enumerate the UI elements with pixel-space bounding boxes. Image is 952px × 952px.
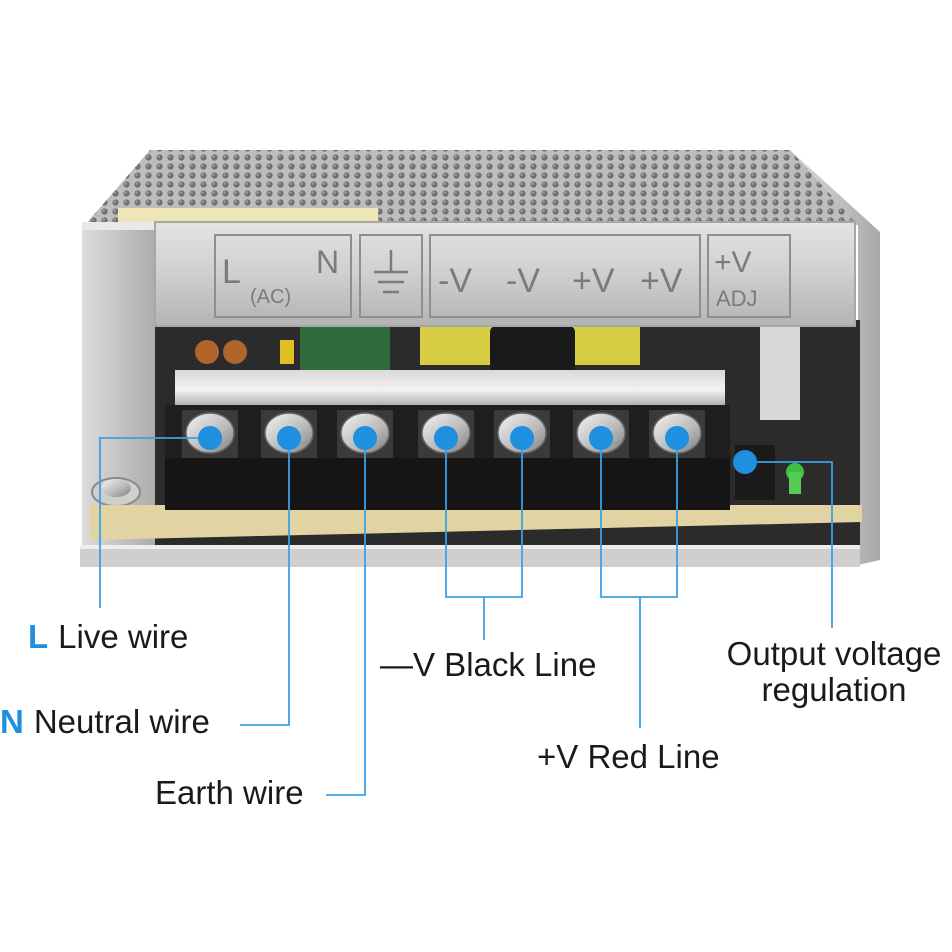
right-side-wall — [790, 150, 880, 565]
pcb-component — [300, 325, 390, 375]
terminal-cover — [175, 370, 725, 410]
callout-dot — [353, 426, 377, 450]
pcb-board — [90, 505, 862, 540]
ac-box — [214, 234, 352, 318]
live-leader — [99, 437, 210, 608]
label-plate: L N (AC) -V -V +V +V +V ADJ — [154, 221, 856, 327]
label-plate-body — [154, 221, 856, 327]
callout-dots — [198, 426, 757, 474]
neutral-text: Neutral wire — [33, 703, 210, 740]
callout-dot — [510, 426, 534, 450]
callout-dot — [434, 426, 458, 450]
earth-leader — [326, 438, 366, 796]
neutral-letter: N — [0, 703, 24, 740]
earth-wire-label: Earth wire — [155, 774, 304, 811]
minus-v-label-2: -V — [506, 262, 540, 300]
red-line-bracket — [600, 438, 678, 598]
callout-dot — [665, 426, 689, 450]
black-line-label: —V Black Line — [380, 646, 597, 683]
ac-neutral-symbol: N — [316, 244, 339, 280]
output-voltage-label: Output voltage regulation — [716, 636, 952, 707]
callout-dot-potentiometer — [733, 450, 757, 474]
red-line-label: +V Red Line — [537, 738, 720, 775]
ac-live-symbol: L — [222, 253, 241, 291]
base-plate-edge — [80, 545, 860, 549]
output-voltage-line2: regulation — [761, 670, 907, 708]
minus-v-label-1: -V — [438, 262, 472, 300]
adj-box — [707, 234, 791, 318]
adj-label: ADJ — [716, 286, 758, 311]
output-leader — [745, 461, 833, 628]
callout-dot — [589, 426, 613, 450]
adj-plus-v-label: +V — [714, 246, 752, 279]
output-box — [429, 234, 701, 318]
plus-v-label-1: +V — [572, 262, 615, 300]
warning-sticker — [118, 208, 378, 222]
capacitor — [490, 326, 575, 376]
terminal-base — [165, 458, 730, 510]
leader-lines — [99, 437, 833, 796]
live-text: Live wire — [58, 618, 189, 655]
left-side-edge — [82, 222, 164, 230]
inductor-coil — [195, 340, 219, 364]
inductor-coil-2 — [223, 340, 247, 364]
terminal-block — [165, 370, 730, 510]
yellow-cap — [280, 340, 294, 364]
base-plate — [80, 545, 860, 567]
ventilation-mesh — [85, 150, 860, 225]
plus-v-label-2: +V — [640, 262, 683, 300]
earth-box — [359, 234, 423, 318]
live-letter: L — [28, 618, 49, 655]
callout-dot — [277, 426, 301, 450]
heat-sink-clip — [760, 320, 800, 420]
neutral-leader — [240, 438, 290, 726]
ac-label: (AC) — [250, 286, 291, 308]
callout-dot — [198, 426, 222, 450]
led-body — [789, 472, 801, 494]
earth-symbol — [374, 250, 408, 294]
output-voltage-line1: Output voltage — [726, 635, 942, 672]
mount-screw-head — [101, 479, 131, 497]
